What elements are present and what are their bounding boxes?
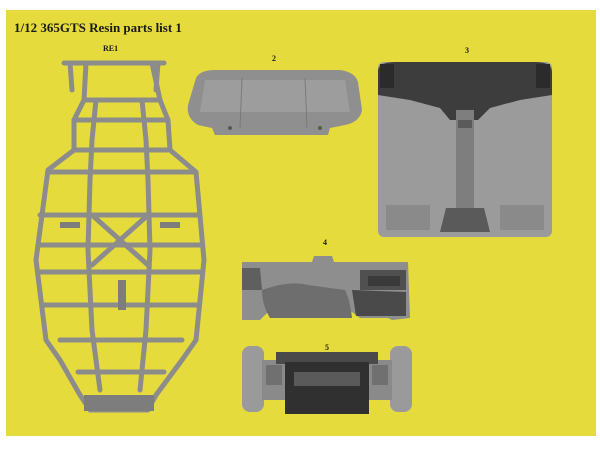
part-label-re1: RE1 [103, 44, 119, 53]
part-label-3: 3 [465, 46, 469, 55]
part-label-2: 2 [272, 54, 276, 63]
page-title: 1/12 365GTS Resin parts list 1 [14, 20, 182, 35]
part-label-4: 4 [323, 238, 327, 247]
part-label-5: 5 [325, 343, 329, 352]
